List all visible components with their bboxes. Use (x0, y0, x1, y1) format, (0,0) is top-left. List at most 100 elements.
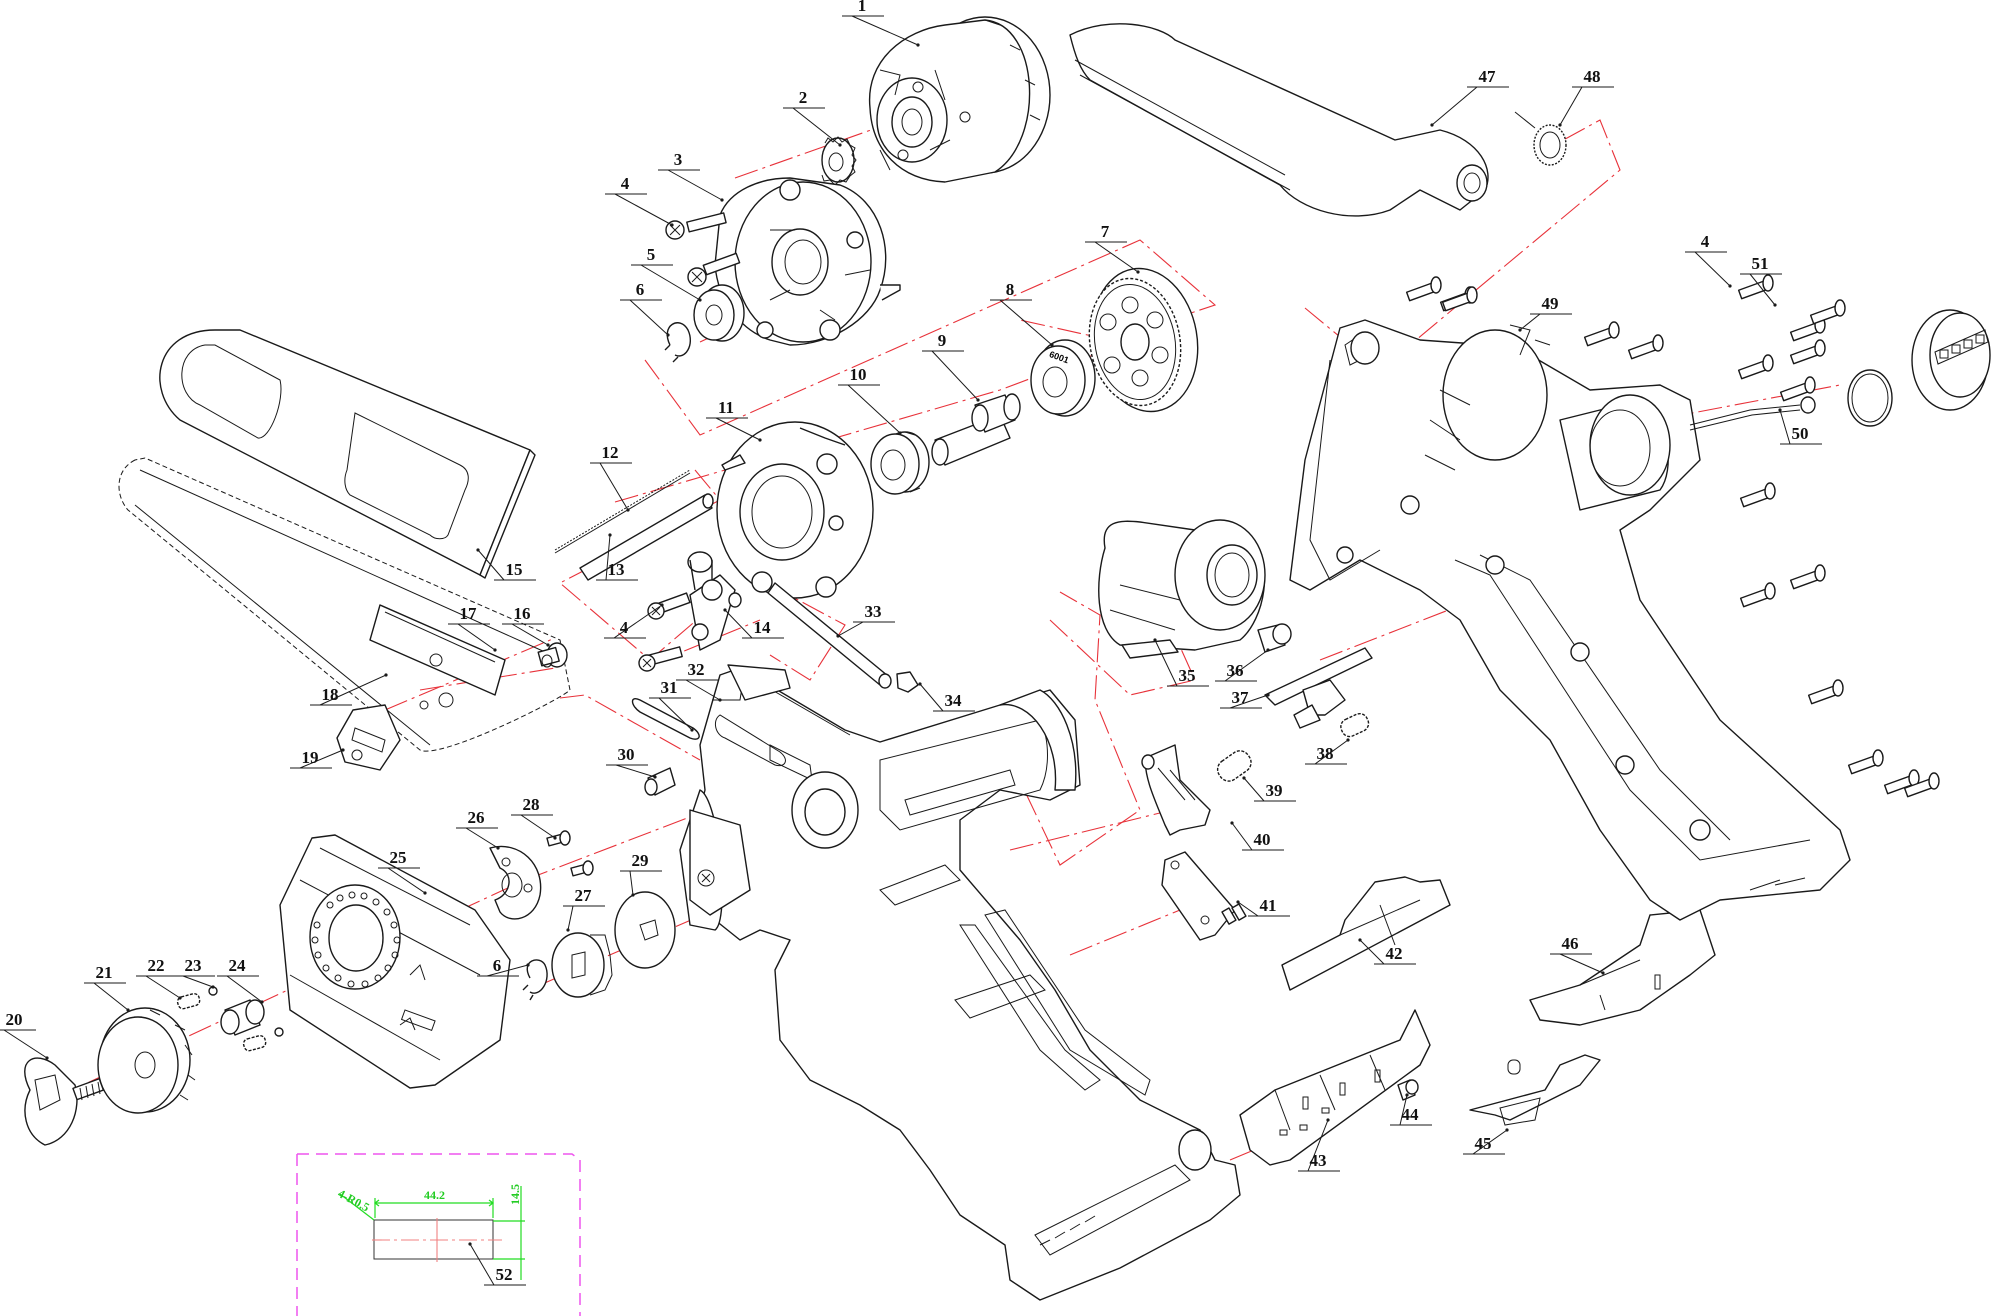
callout-oil-seal: 10 (838, 365, 902, 435)
callout-anchor-dot (608, 533, 612, 537)
callout-anchor-dot (718, 698, 722, 702)
callout-leader-line (614, 193, 673, 226)
callout-number: 21 (96, 963, 113, 982)
axis-chain-housing (559, 694, 701, 761)
slot-gasket (631, 698, 700, 740)
battery-terminal-right (1529, 909, 1716, 1026)
main-gear (1088, 267, 1199, 413)
callout-leader-line (658, 697, 693, 731)
bar-guard (159, 329, 536, 579)
callout-number: 24 (229, 956, 247, 975)
screw-49-upper (1441, 286, 1478, 312)
control-board (1281, 876, 1451, 991)
callout-leader-line (1154, 639, 1178, 687)
chain-tensioner-plate (336, 704, 401, 771)
dimension-length: 44.2 (424, 1188, 445, 1202)
axis-guard-loop (1304, 119, 1621, 371)
callout-leader-line (1399, 1094, 1408, 1126)
callout-anchor-dot (341, 748, 345, 752)
callout-spring: 38 (1305, 738, 1350, 765)
callout-anchor-dot (566, 928, 570, 932)
callout-output-shaft: 9 (922, 331, 980, 402)
detail-frame (296, 1153, 581, 1316)
callout-leader-line (477, 549, 505, 581)
callout-number: 50 (1792, 424, 1809, 443)
callout-leader-line (1314, 739, 1349, 765)
callout-screw: 4 (604, 603, 664, 639)
callout-knob-lever: 20 (0, 1010, 49, 1060)
battery-latch (1469, 1054, 1601, 1126)
circlip (664, 322, 692, 363)
callout-leader-line (613, 604, 663, 639)
guide-bar (369, 604, 506, 710)
callout-leader-line (520, 814, 556, 839)
callout-spring: 12 (590, 443, 632, 512)
callout-gearbox-rear-cover: 11 (706, 398, 762, 442)
callout-leader-line (1094, 241, 1139, 273)
callout-leader-line (567, 905, 574, 931)
callout-anchor-dot (1773, 303, 1777, 307)
callout-anchor-dot (1518, 328, 1522, 332)
callout-bearing-6001: 8 (990, 280, 1054, 347)
trigger (1141, 744, 1211, 836)
callout-anchor-dot (1242, 776, 1246, 780)
callout-leader-line (851, 15, 919, 46)
screw (1739, 582, 1776, 608)
spring-small (176, 992, 201, 1010)
callout-left-housing: 32 (676, 660, 722, 702)
knob-lever (24, 1057, 105, 1146)
callout-leader-line (1229, 694, 1269, 709)
pin-rod (579, 493, 714, 581)
callout-number: 15 (506, 560, 523, 579)
callout-number: 45 (1475, 1134, 1492, 1153)
switch (1161, 851, 1247, 941)
callout-oil-pump-block: 14 (723, 608, 784, 639)
callout-trigger: 40 (1230, 821, 1284, 851)
callout-anchor-dot (1236, 900, 1240, 904)
callout-screw: 28 (511, 795, 557, 840)
callout-pin: 44 (1390, 1093, 1432, 1126)
callout-leader-line (1307, 1119, 1329, 1172)
screw (1627, 334, 1664, 360)
callout-number: 48 (1584, 67, 1601, 86)
callout-leader-line (1224, 649, 1269, 682)
callout-leader-line (605, 534, 611, 581)
washer (614, 891, 676, 969)
bearing-6001: 6001 (1030, 339, 1096, 417)
callout-number: 44 (1402, 1105, 1420, 1124)
callout-number: 40 (1254, 830, 1271, 849)
callout-anchor-dot (666, 333, 670, 337)
callout-number: 4 (620, 618, 629, 637)
output-shaft (931, 393, 1021, 466)
callout-spring: 22 (136, 956, 182, 1000)
callout-anchor-dot (758, 438, 762, 442)
callout-anchor-dot (838, 143, 842, 147)
callout-gearbox-front-cover: 3 (658, 150, 724, 202)
callout-number: 12 (602, 443, 619, 462)
steel-ball (274, 1027, 284, 1037)
callout-number: 52 (496, 1265, 513, 1284)
callout-anchor-dot (1346, 738, 1350, 742)
spring-rod (554, 469, 691, 554)
callout-leader-line (182, 975, 214, 988)
callout-bearing: 5 (631, 245, 702, 302)
battery-terminal-left (1239, 1009, 1431, 1166)
callout-screw: 4 (605, 174, 674, 227)
callout-leader-line (792, 107, 841, 146)
safety-guard-arm (1069, 23, 1489, 217)
callout-number: 3 (674, 150, 683, 169)
callout-anchor-dot (1558, 123, 1562, 127)
callout-leader-line (511, 623, 549, 646)
callout-leader-line (1237, 901, 1259, 917)
connector (896, 671, 919, 693)
callout-number: 6 (493, 956, 502, 975)
callout-anchor-dot (720, 198, 724, 202)
callout-number: 11 (718, 398, 734, 417)
axis-trigger (1009, 807, 1181, 851)
callout-leader-line (319, 674, 387, 706)
screw (1739, 482, 1776, 508)
lock-spring (1340, 712, 1370, 738)
led-light-ring (1911, 309, 1991, 411)
callout-number: 49 (1542, 294, 1559, 313)
callout-number: 39 (1266, 781, 1283, 800)
